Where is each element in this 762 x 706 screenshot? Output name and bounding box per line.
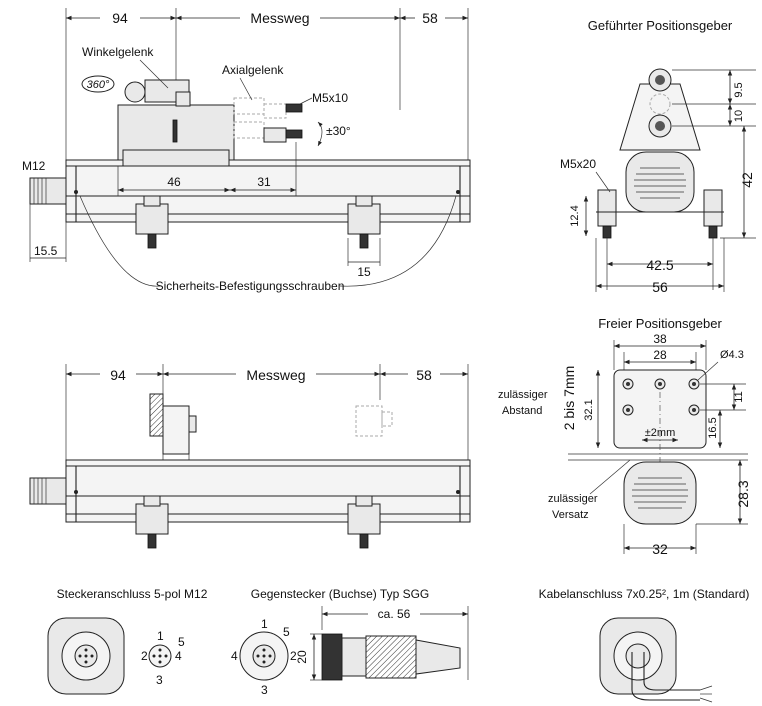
- safety-screws-label: Sicherheits-Befestigungsschrauben: [156, 279, 345, 293]
- free-magnet-ghost: [355, 405, 383, 437]
- guided-title: Geführter Positionsgeber: [588, 18, 733, 33]
- socket-grip: [365, 635, 417, 679]
- gap-label: 2 bis 7mm: [561, 366, 577, 431]
- dim-46-label: 46: [167, 175, 181, 189]
- dim-94-label: 94: [112, 10, 128, 26]
- gap-note-2: Abstand: [502, 405, 542, 417]
- connector-section: Steckeranschluss 5-pol M12 Gegenstecker …: [47, 587, 750, 703]
- dim-32-label: 32: [652, 541, 668, 557]
- axialgelenk-label: Axialgelenk: [222, 63, 284, 77]
- rotation-symbol: [81, 75, 115, 93]
- offset-note-1: zulässiger: [548, 493, 598, 505]
- m5x20-label: M5x20: [560, 157, 596, 171]
- winkelgelenk-block: [175, 91, 191, 107]
- offset-note-2: Versatz: [552, 509, 589, 521]
- mounting-wall: [149, 393, 164, 437]
- free-position-sensor: Freier Positionsgeber 38 28 Ø4.3 2 bis 7…: [498, 316, 751, 557]
- m12-label: M12: [22, 159, 46, 173]
- screw-hole: [456, 190, 460, 194]
- dim-20-label: 20: [295, 650, 309, 664]
- dim-58-label-2: 58: [416, 367, 432, 383]
- pin-1: 1: [157, 629, 164, 643]
- angle-label: ±30°: [326, 124, 351, 138]
- pin-3: 3: [156, 673, 163, 687]
- rail-body: [65, 159, 471, 223]
- cable: [631, 652, 700, 701]
- dim-10-label: 10: [733, 110, 745, 122]
- hole-label: Ø4.3: [720, 349, 744, 361]
- socket-pin-3: 3: [261, 683, 268, 697]
- socket-pin-4: 4: [231, 649, 238, 663]
- dim-56-label: 56: [652, 279, 668, 295]
- dim-16-5-label: 16.5: [707, 417, 719, 438]
- top-view: 94 Messweg 58 M12 15.5 360°: [22, 8, 471, 293]
- pin-2: 2: [141, 649, 148, 663]
- dim-9-5-label: 9.5: [733, 82, 745, 97]
- mounting-clamp: [347, 495, 381, 549]
- socket-tail: [415, 639, 461, 675]
- dim-31-label: 31: [257, 175, 271, 189]
- dim-94-label-2: 94: [110, 367, 126, 383]
- dim-28-3-label: 28.3: [735, 480, 751, 507]
- dim-15-label: 15: [357, 265, 371, 279]
- mounting-clamp: [135, 495, 169, 549]
- dim-messweg-label: Messweg: [250, 10, 309, 26]
- mounting-clamp: [135, 195, 169, 249]
- dim-42-5-label: 42.5: [646, 257, 673, 273]
- pin-5: 5: [178, 635, 185, 649]
- socket-sleeve: [341, 637, 367, 677]
- guided-position-sensor: Geführter Positionsgeber M5x20 9.5 10 42…: [560, 18, 756, 295]
- sensor-head: [625, 151, 695, 213]
- sensor-head-2: [623, 461, 697, 525]
- free-title: Freier Positionsgeber: [598, 316, 722, 331]
- m12-connector: [29, 177, 67, 205]
- m5x10-label: M5x10: [312, 91, 348, 105]
- socket-pin-2: 2: [290, 649, 297, 663]
- rail-body-2: [65, 459, 471, 523]
- clamp-right: [703, 189, 723, 227]
- free-magnet: [162, 405, 190, 455]
- winkelgelenk-label: Winkelgelenk: [82, 45, 154, 59]
- tolerance-label: ±2mm: [645, 427, 675, 439]
- dim-38-label: 38: [653, 332, 667, 346]
- dim-15-5-label: 15.5: [34, 244, 58, 258]
- slider-foot: [122, 149, 230, 167]
- angle-arc: [317, 121, 323, 147]
- middle-view: 94 Messweg 58 15: [29, 364, 471, 549]
- dim-58-label: 58: [422, 10, 438, 26]
- socket-nut: [321, 633, 343, 681]
- cable-title: Kabelanschluss 7x0.25², 1m (Standard): [539, 587, 750, 601]
- socket-title: Gegenstecker (Buchse) Typ SGG: [251, 587, 430, 601]
- screw-hole: [74, 190, 78, 194]
- axialgelenk: [233, 97, 303, 143]
- dim-32-1-label: 32.1: [583, 399, 595, 420]
- dim-42-label: 42: [739, 172, 755, 188]
- mounting-clamp: [347, 195, 381, 249]
- pin-4: 4: [175, 649, 182, 663]
- m12-connector-2: [29, 477, 67, 505]
- plug-title: Steckeranschluss 5-pol M12: [57, 587, 208, 601]
- dim-11-label: 11: [733, 391, 745, 402]
- ca56-label: ca. 56: [378, 607, 411, 621]
- gap-note-1: zulässiger: [498, 389, 548, 401]
- socket-pin-1: 1: [261, 617, 268, 631]
- rotation-label: 360°: [87, 79, 110, 91]
- dim-28-label: 28: [653, 348, 667, 362]
- winkelgelenk-ball: [124, 81, 146, 103]
- dim-messweg-label-2: Messweg: [246, 367, 305, 383]
- clamp-left: [597, 189, 617, 227]
- slider-marker: [172, 119, 178, 143]
- socket-pin-5: 5: [283, 625, 290, 639]
- dim-12-4-label: 12.4: [569, 205, 581, 226]
